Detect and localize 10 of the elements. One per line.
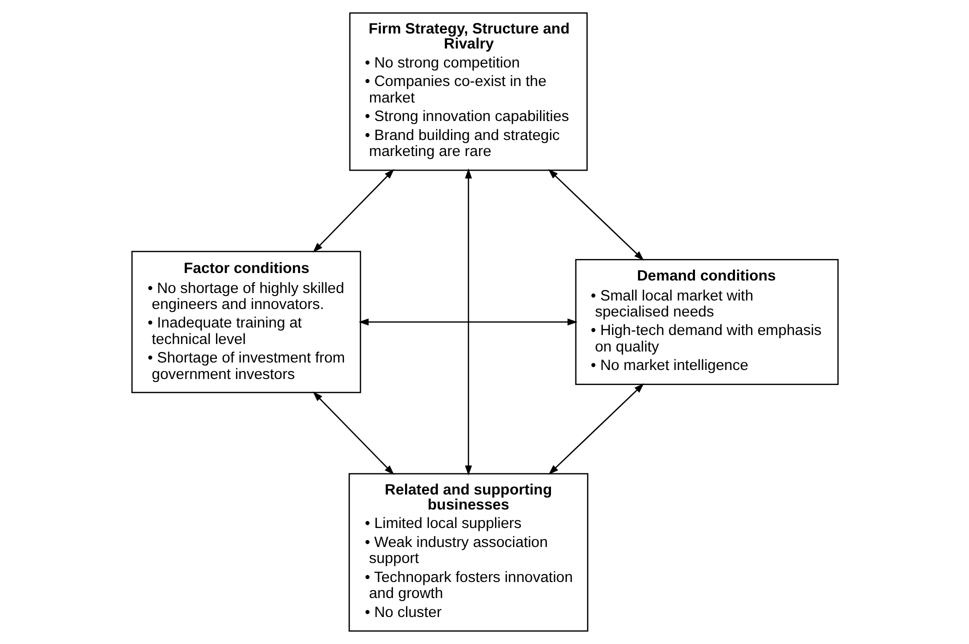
arrow xyxy=(358,318,578,326)
arrow xyxy=(548,383,644,475)
node-box: Demand conditions • Small local market with specialised needs • High-tech demand with emphasis on quality • No market intelligence xyxy=(574,258,838,386)
node-box: Factor conditions • No shortage of highly skilled engineers and innovators. • Inadequate training at technical level • Shortage of investment from government investors xyxy=(130,250,361,394)
arrow xyxy=(464,168,472,476)
node-box: Related and supporting businesses • Limited local suppliers • Weak industry association support • Technopark fosters innovation and growth • No cluster xyxy=(348,473,588,632)
arrow xyxy=(548,169,644,261)
arrow xyxy=(312,392,394,475)
node-box: Firm Strategy, Structure and Rivalry • No strong competition • Companies co-exist in the market • Strong innovation capabilities • Brand building and strategic marketing are rare xyxy=(348,12,588,171)
arrow xyxy=(312,169,394,252)
